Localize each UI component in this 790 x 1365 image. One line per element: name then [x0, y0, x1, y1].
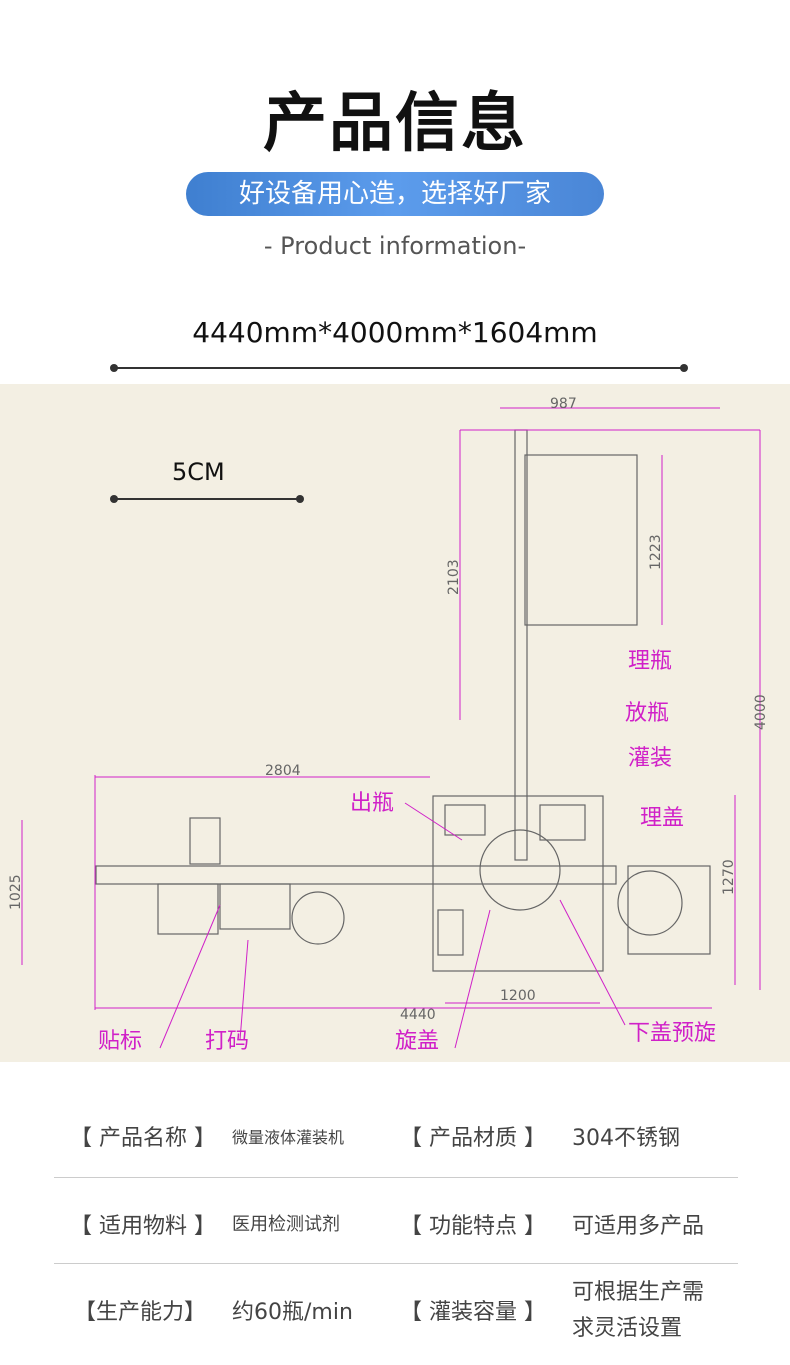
- spec-value: 可适用多产品: [572, 1214, 705, 1239]
- rule-dot: [110, 364, 118, 372]
- label-fangping: 放瓶: [625, 701, 669, 726]
- spec-key: 【 适用物料 】: [70, 1214, 216, 1239]
- scale-dot: [110, 495, 118, 503]
- label-liping: 理瓶: [628, 649, 672, 674]
- label-tiebiao: 贴标: [98, 1029, 142, 1054]
- spec-key: 【 产品材质 】: [400, 1126, 546, 1151]
- label-chuping: 出瓶: [350, 791, 394, 816]
- dimension-rule: [114, 367, 684, 369]
- page-title: 产品信息: [263, 87, 527, 161]
- subtitle: - Product information-: [263, 232, 527, 260]
- rule-dot: [680, 364, 688, 372]
- spec-value: 约60瓶/min: [232, 1300, 353, 1325]
- scale-label: 5CM: [172, 458, 225, 486]
- divider: [54, 1263, 738, 1264]
- label-dama: 打码: [205, 1029, 249, 1054]
- machine-layout-drawing: 987 1223 2103 4000 2804 1025 1270 1200 4…: [0, 384, 790, 1062]
- dim-1025: 1025: [8, 874, 24, 910]
- dim-4000: 4000: [753, 694, 769, 730]
- dim-987: 987: [550, 396, 577, 412]
- spec-key: 【 产品名称 】: [70, 1126, 216, 1151]
- dimensions-label: 4440mm*4000mm*1604mm: [192, 316, 598, 349]
- spec-key: 【 功能特点 】: [400, 1214, 546, 1239]
- spec-key: 【生产能力】: [74, 1300, 207, 1325]
- scale-rule: [114, 498, 300, 500]
- dim-1223: 1223: [648, 534, 664, 570]
- dim-2103: 2103: [446, 559, 462, 595]
- dim-2804: 2804: [265, 763, 301, 779]
- label-xuangai: 旋盖: [395, 1029, 439, 1054]
- slogan-banner: 好设备用心造，选择好厂家: [186, 172, 604, 216]
- spec-key: 【 灌装容量 】: [400, 1300, 546, 1325]
- spec-value-line2: 求灵活设置: [572, 1316, 683, 1341]
- spec-value: 微量液体灌装机: [232, 1128, 345, 1147]
- dim-1270: 1270: [721, 859, 737, 895]
- dim-4440: 4440: [400, 1007, 436, 1023]
- dim-1200: 1200: [500, 988, 536, 1004]
- spec-value: 304不锈钢: [572, 1126, 680, 1151]
- scale-dot: [296, 495, 304, 503]
- label-ligai: 理盖: [640, 806, 684, 831]
- spec-value: 可根据生产需: [572, 1280, 705, 1305]
- label-guanzhuang: 灌装: [628, 746, 672, 771]
- spec-value: 医用检测试剂: [232, 1214, 340, 1235]
- divider: [54, 1177, 738, 1178]
- label-xiagai: 下盖预旋: [628, 1021, 716, 1046]
